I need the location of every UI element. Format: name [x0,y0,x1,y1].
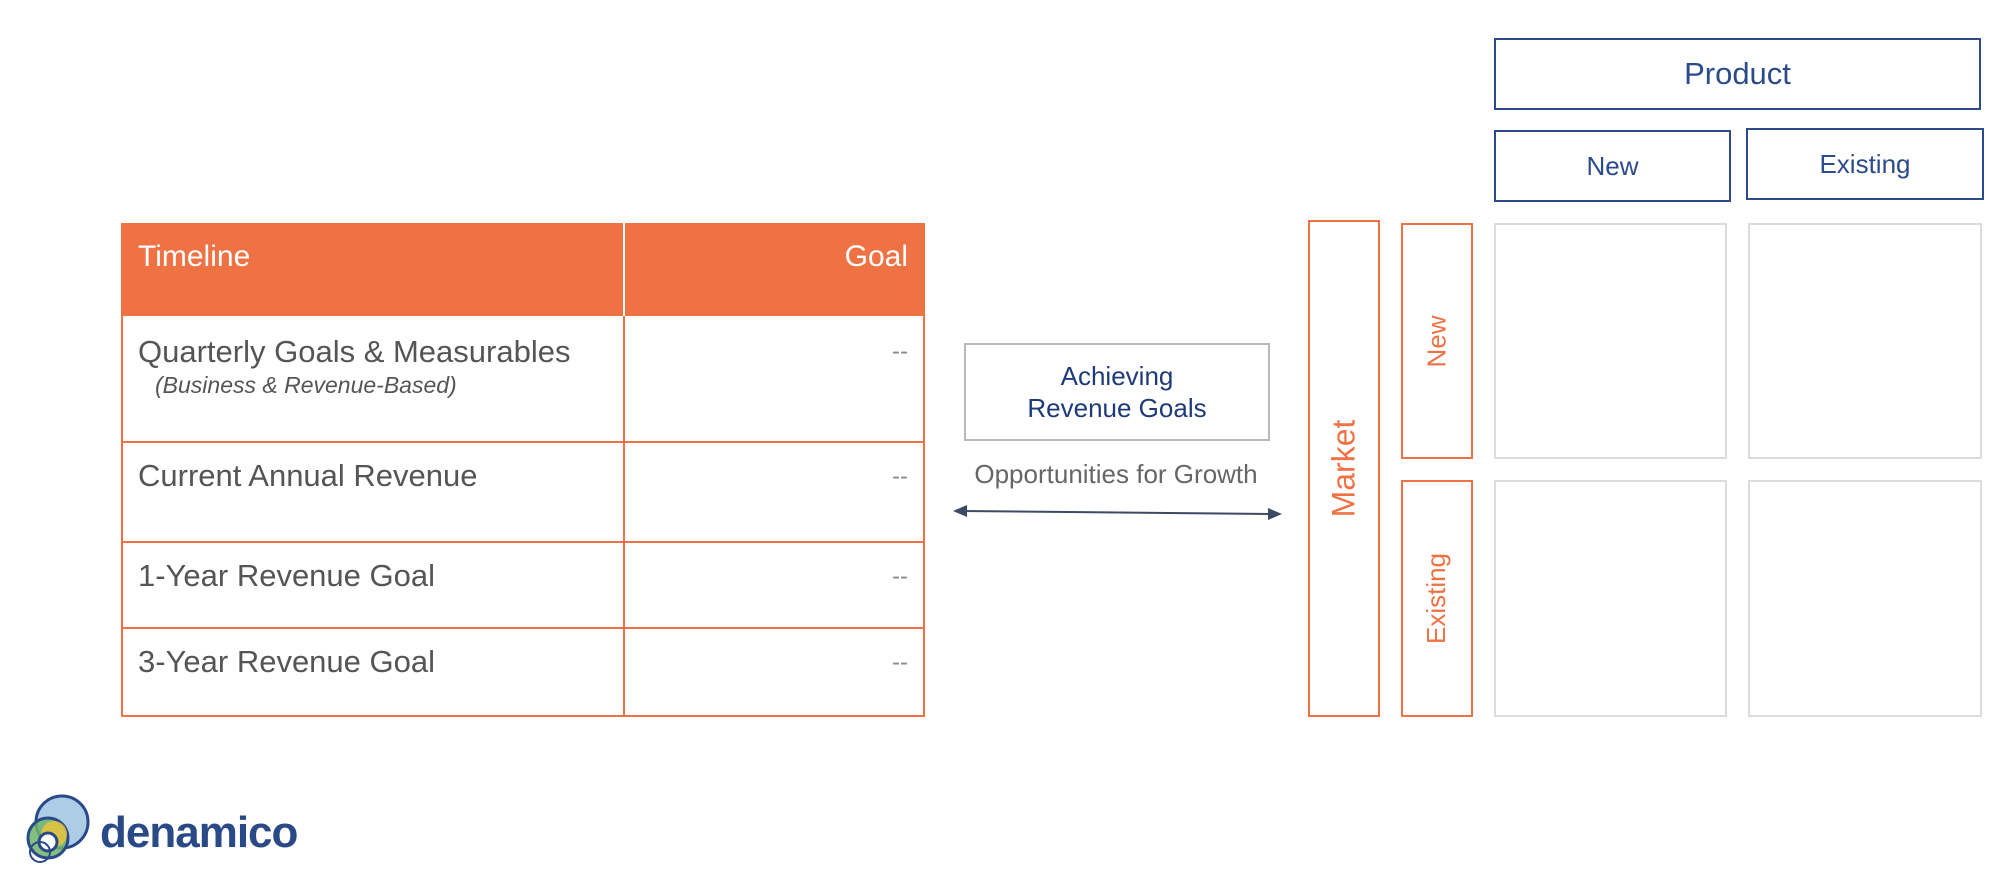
market-existing-label: Existing [1421,552,1452,645]
achieving-label: Achieving [1060,361,1174,391]
row-value-1-year-goal: -- [892,563,908,590]
achieving-revenue-goals-box: Achieving Revenue Goals [964,343,1270,441]
market-header: Market [1308,220,1380,717]
row-divider [121,541,925,543]
product-new-header: New [1494,130,1731,202]
opportunities-caption: Opportunities for Growth [974,459,1258,489]
product-new-label: New [1586,150,1639,181]
header-timeline: Timeline [138,240,251,273]
market-new-label: New [1421,314,1452,368]
market-existing-header: Existing [1401,480,1473,717]
product-existing-header: Existing [1746,128,1984,200]
denamico-wordmark: denamico [100,808,298,857]
header-divider [623,223,625,316]
denamico-logo-icon [26,794,90,863]
row-value-quarterly-goals: -- [892,338,908,365]
matrix-cell-existing-existing [1748,480,1982,717]
row-label-1-year-goal: 1-Year Revenue Goal [138,558,435,593]
matrix-cell-new-new [1494,223,1727,459]
row-value-current-annual-revenue: -- [892,463,908,490]
product-label: Product [1684,56,1791,91]
revenue-goals-label: Revenue Goals [1027,393,1207,423]
market-label: Market [1325,419,1362,518]
matrix-cell-new-existing [1748,223,1982,459]
row-divider [121,627,925,629]
goals-table-header [121,223,925,316]
matrix-cell-existing-new [1494,480,1727,717]
row-label-3-year-goal: 3-Year Revenue Goal [138,644,435,679]
row-label-quarterly-goals: Quarterly Goals & Measurables [138,334,571,369]
product-existing-label: Existing [1819,148,1911,179]
column-divider [623,316,625,717]
double-arrow-connector [953,505,1282,520]
row-label-current-annual-revenue: Current Annual Revenue [138,458,478,493]
market-new-header: New [1401,223,1473,459]
product-header: Product [1494,38,1981,110]
row-divider [121,441,925,443]
row-value-3-year-goal: -- [892,649,908,676]
row-sublabel-quarterly-goals: (Business & Revenue-Based) [155,372,457,398]
header-goal: Goal [844,240,908,273]
